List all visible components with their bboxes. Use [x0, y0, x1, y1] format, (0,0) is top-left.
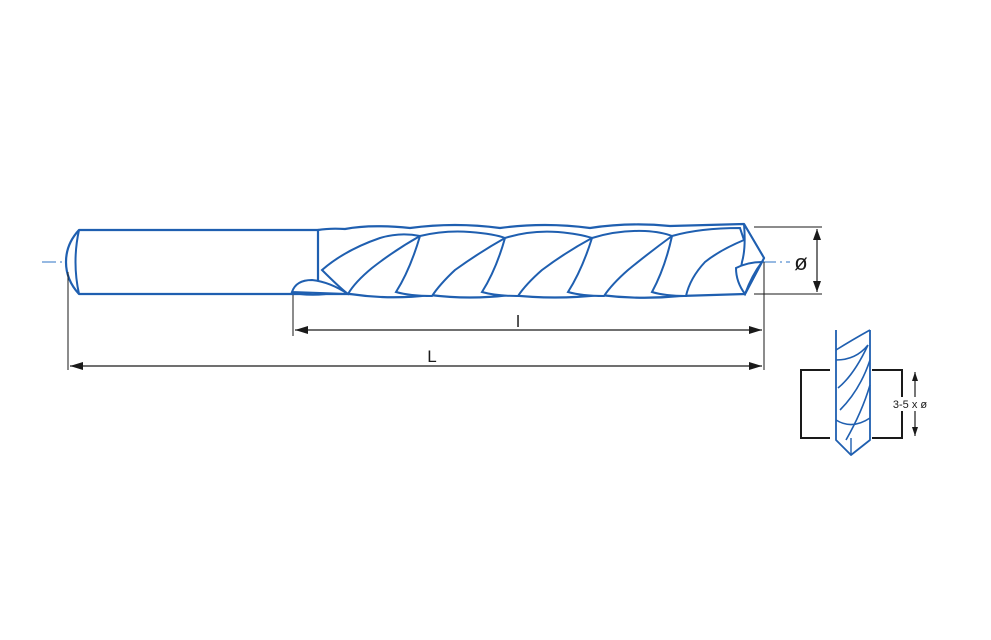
- flute-land-3: [480, 230, 595, 298]
- flute-runout: [290, 278, 352, 296]
- workpiece-outline: [800, 369, 830, 439]
- flute-length-label: l: [516, 312, 520, 331]
- detail-flute-5: [835, 417, 871, 426]
- dia-arrow-top: [813, 229, 821, 240]
- detail-flute-1: [835, 329, 871, 351]
- L-arrow-right: [749, 362, 762, 370]
- detail-flute-2: [835, 344, 869, 389]
- flute-land-2: [394, 230, 508, 298]
- flute-land-4: [566, 229, 675, 298]
- dia-arrow-bottom: [813, 281, 821, 292]
- depth-arrow-bottom: [912, 427, 918, 436]
- drill-bit: [42, 222, 790, 299]
- detail-flute-4: [845, 384, 871, 441]
- L-arrow-left: [70, 362, 83, 370]
- flute-land-5: [650, 226, 746, 298]
- depth-label-bg: [886, 397, 936, 411]
- depth-arrow-top: [912, 372, 918, 381]
- depth-detail: 3-5 x ø: [800, 329, 936, 456]
- overall-length-label: L: [427, 347, 436, 366]
- dimensions: ø l L: [67, 226, 822, 370]
- depth-note-label: 3-5 x ø: [893, 399, 928, 411]
- diameter-label: ø: [794, 250, 807, 275]
- shank-end-arc: [74, 229, 80, 295]
- detail-flute-3: [839, 359, 871, 411]
- tip-cutting-edge: [734, 260, 765, 297]
- l-arrow-left: [295, 326, 308, 334]
- l-arrow-right: [749, 326, 762, 334]
